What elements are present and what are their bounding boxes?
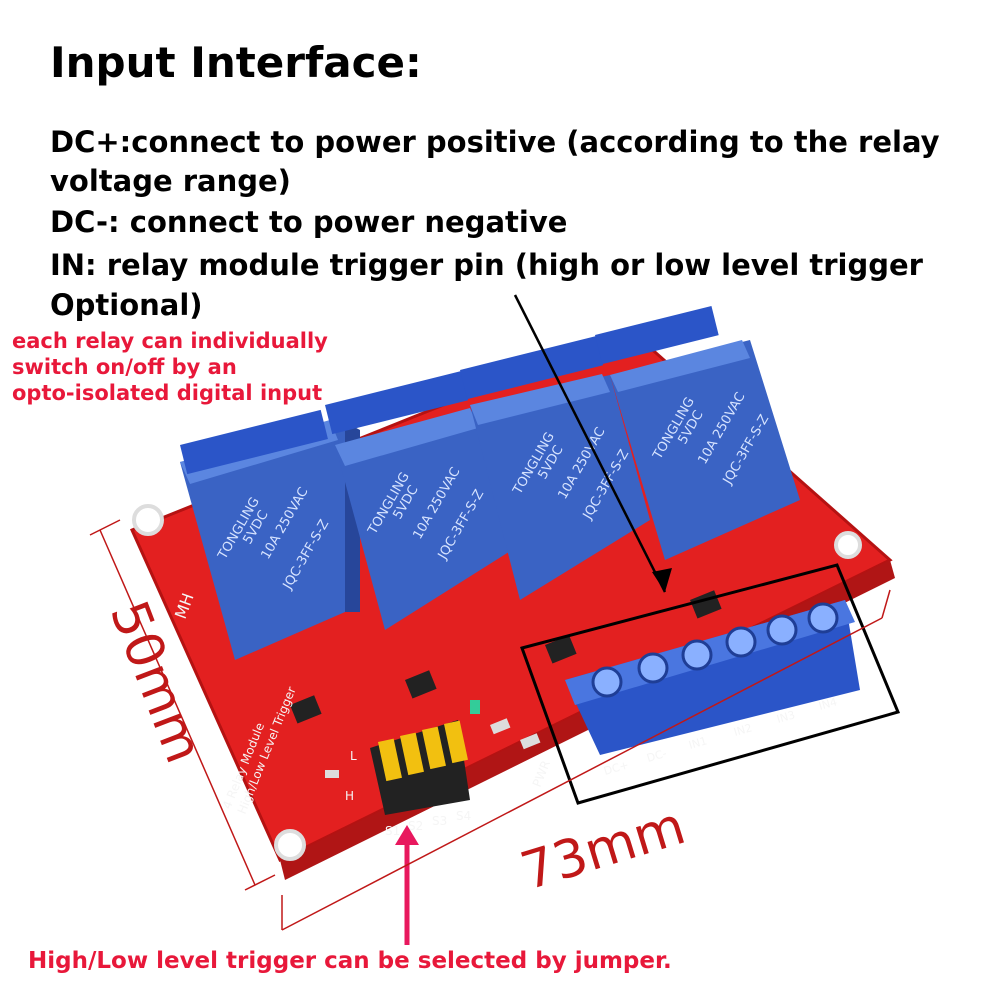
relay-output-terminals [179,305,719,475]
terminal-highlight-box [520,563,901,805]
terminal-label-dcminus: DC- [645,747,668,765]
jumper-arrow-head [395,825,419,845]
jumper-label-s1: S1 [385,824,400,838]
dim-label-width: 73mm [514,796,692,902]
pointer-arrow-head [652,568,672,592]
terminal-label-in4: IN4 [817,695,838,713]
bottom-note: High/Low level trigger can be selected b… [28,948,672,974]
side-letter-h: H [345,789,354,803]
dim-line-height [99,529,256,886]
side-letter-l: L [350,749,357,763]
side-note: each relay can individually switch on/of… [12,328,328,406]
input-terminal-block [565,600,860,755]
jumper-block [370,720,470,815]
dim-line-width [281,617,883,931]
pwr-label: PWR [530,758,553,789]
desc-line-3: DC-: connect to power negative [50,205,568,239]
side-note-line-2: switch on/off by an [12,355,237,379]
desc-line-1: DC+:connect to power positive (according… [50,125,940,159]
components [290,590,722,778]
mounting-hole [274,829,306,861]
jumper-label-s3: S3 [432,814,447,828]
relay-2 [335,408,520,630]
heading: Input Interface: [50,38,422,87]
jumper-label-s4: S4 [456,809,471,823]
terminal-label-in3: IN3 [775,708,796,726]
mounting-hole [132,504,164,536]
desc-line-5: Optional) [50,288,203,322]
side-note-line-1: each relay can individually [12,329,328,353]
side-note-line-3: opto-isolated digital input [12,381,323,405]
pointer-arrow-line [513,294,667,593]
mounting-hole [834,531,862,559]
relay-3 [470,374,650,600]
desc-line-4: IN: relay module trigger pin (high or lo… [50,248,923,282]
jumper-label-s2: S2 [408,819,423,833]
desc-line-2: voltage range) [50,164,291,198]
terminal-label-in1: IN1 [687,734,708,752]
terminal-label-in2: IN2 [732,721,753,739]
relay-4 [610,340,800,560]
